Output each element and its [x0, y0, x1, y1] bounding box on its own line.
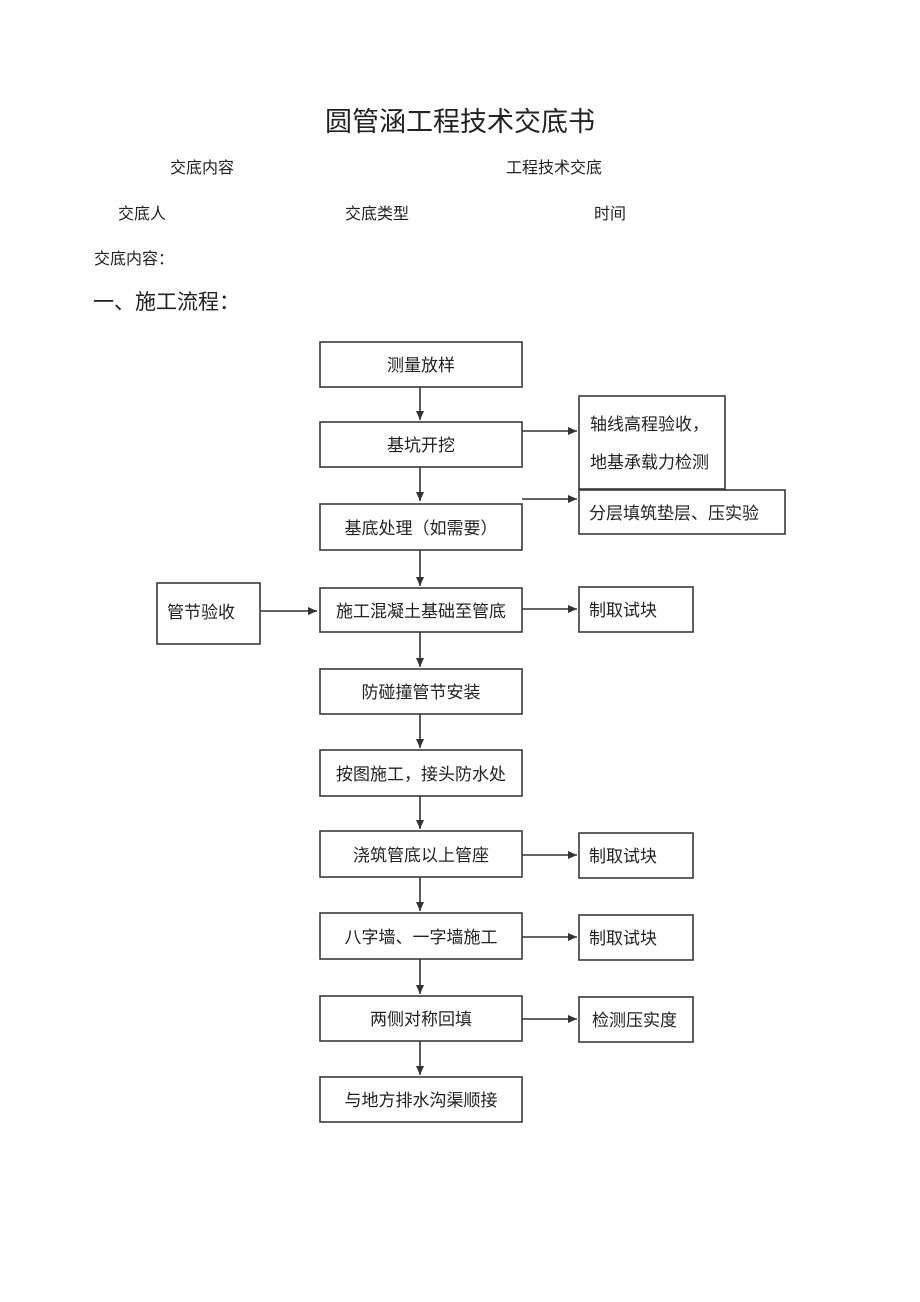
side-box-label: 分层填筑垫层、压实验	[589, 504, 759, 524]
flow-step-survey: 测量放样	[319, 341, 523, 388]
side-box-compaction-test: 检测压实度	[578, 996, 694, 1043]
side-box-label-line1: 轴线高程验收，	[590, 415, 709, 435]
flow-step-wing-walls: 八字墙、一字墙施工	[319, 912, 523, 960]
flow-step-pipe-seat: 浇筑管底以上管座	[319, 830, 523, 878]
flow-step-pipe-install: 防碰撞管节安装	[319, 668, 523, 715]
flow-step-label: 基底处理（如需要）	[345, 519, 498, 539]
section-heading: 一、施工流程：	[93, 290, 240, 314]
side-box-label-line2: 地基承载力检测	[590, 453, 709, 473]
side-box-label: 检测压实度	[592, 1011, 677, 1031]
flow-step-label: 按图施工，接头防水处	[336, 765, 506, 785]
side-box-pipe-check: 管节验收	[156, 582, 261, 645]
side-box-label: 制取试块	[589, 847, 657, 867]
flow-step-foundation-treatment: 基底处理（如需要）	[319, 503, 523, 551]
header-time-label: 时间	[594, 204, 627, 223]
side-box-axis-check: 轴线高程验收， 地基承载力检测	[578, 395, 726, 490]
flow-step-label: 施工混凝土基础至管底	[336, 602, 506, 622]
flow-step-label: 八字墙、一字墙施工	[345, 928, 498, 948]
flow-step-label: 测量放样	[387, 356, 455, 376]
side-box-sample-2: 制取试块	[578, 832, 694, 879]
side-box-label: 制取试块	[589, 601, 657, 621]
flow-step-label: 两侧对称回填	[370, 1010, 472, 1030]
side-box-layered-fill: 分层填筑垫层、压实验	[578, 489, 786, 535]
flow-step-backfill: 两侧对称回填	[319, 995, 523, 1042]
header-person-label: 交底人	[118, 204, 167, 223]
side-box-sample-3: 制取试块	[578, 914, 694, 961]
flow-step-label: 与地方排水沟渠顺接	[345, 1091, 498, 1111]
document-title: 圆管涵工程技术交底书	[325, 107, 595, 138]
flow-step-excavation: 基坑开挖	[319, 421, 523, 468]
header-type-label: 交底类型	[345, 204, 410, 223]
flow-step-label: 基坑开挖	[387, 436, 455, 456]
flow-step-label: 浇筑管底以上管座	[353, 846, 489, 866]
side-box-sample-1: 制取试块	[578, 586, 694, 633]
side-box-label: 制取试块	[589, 929, 657, 949]
flow-step-label: 防碰撞管节安装	[362, 683, 481, 703]
content-label: 交底内容：	[94, 249, 175, 268]
flow-step-concrete-base: 施工混凝土基础至管底	[319, 587, 523, 633]
header-content-value: 工程技术交底	[506, 158, 603, 177]
flow-step-drainage-connection: 与地方排水沟渠顺接	[319, 1076, 523, 1123]
flow-step-joint-waterproof: 按图施工，接头防水处	[319, 749, 523, 797]
side-box-label: 管节验收	[167, 603, 235, 623]
header-content-label: 交底内容	[170, 158, 235, 177]
